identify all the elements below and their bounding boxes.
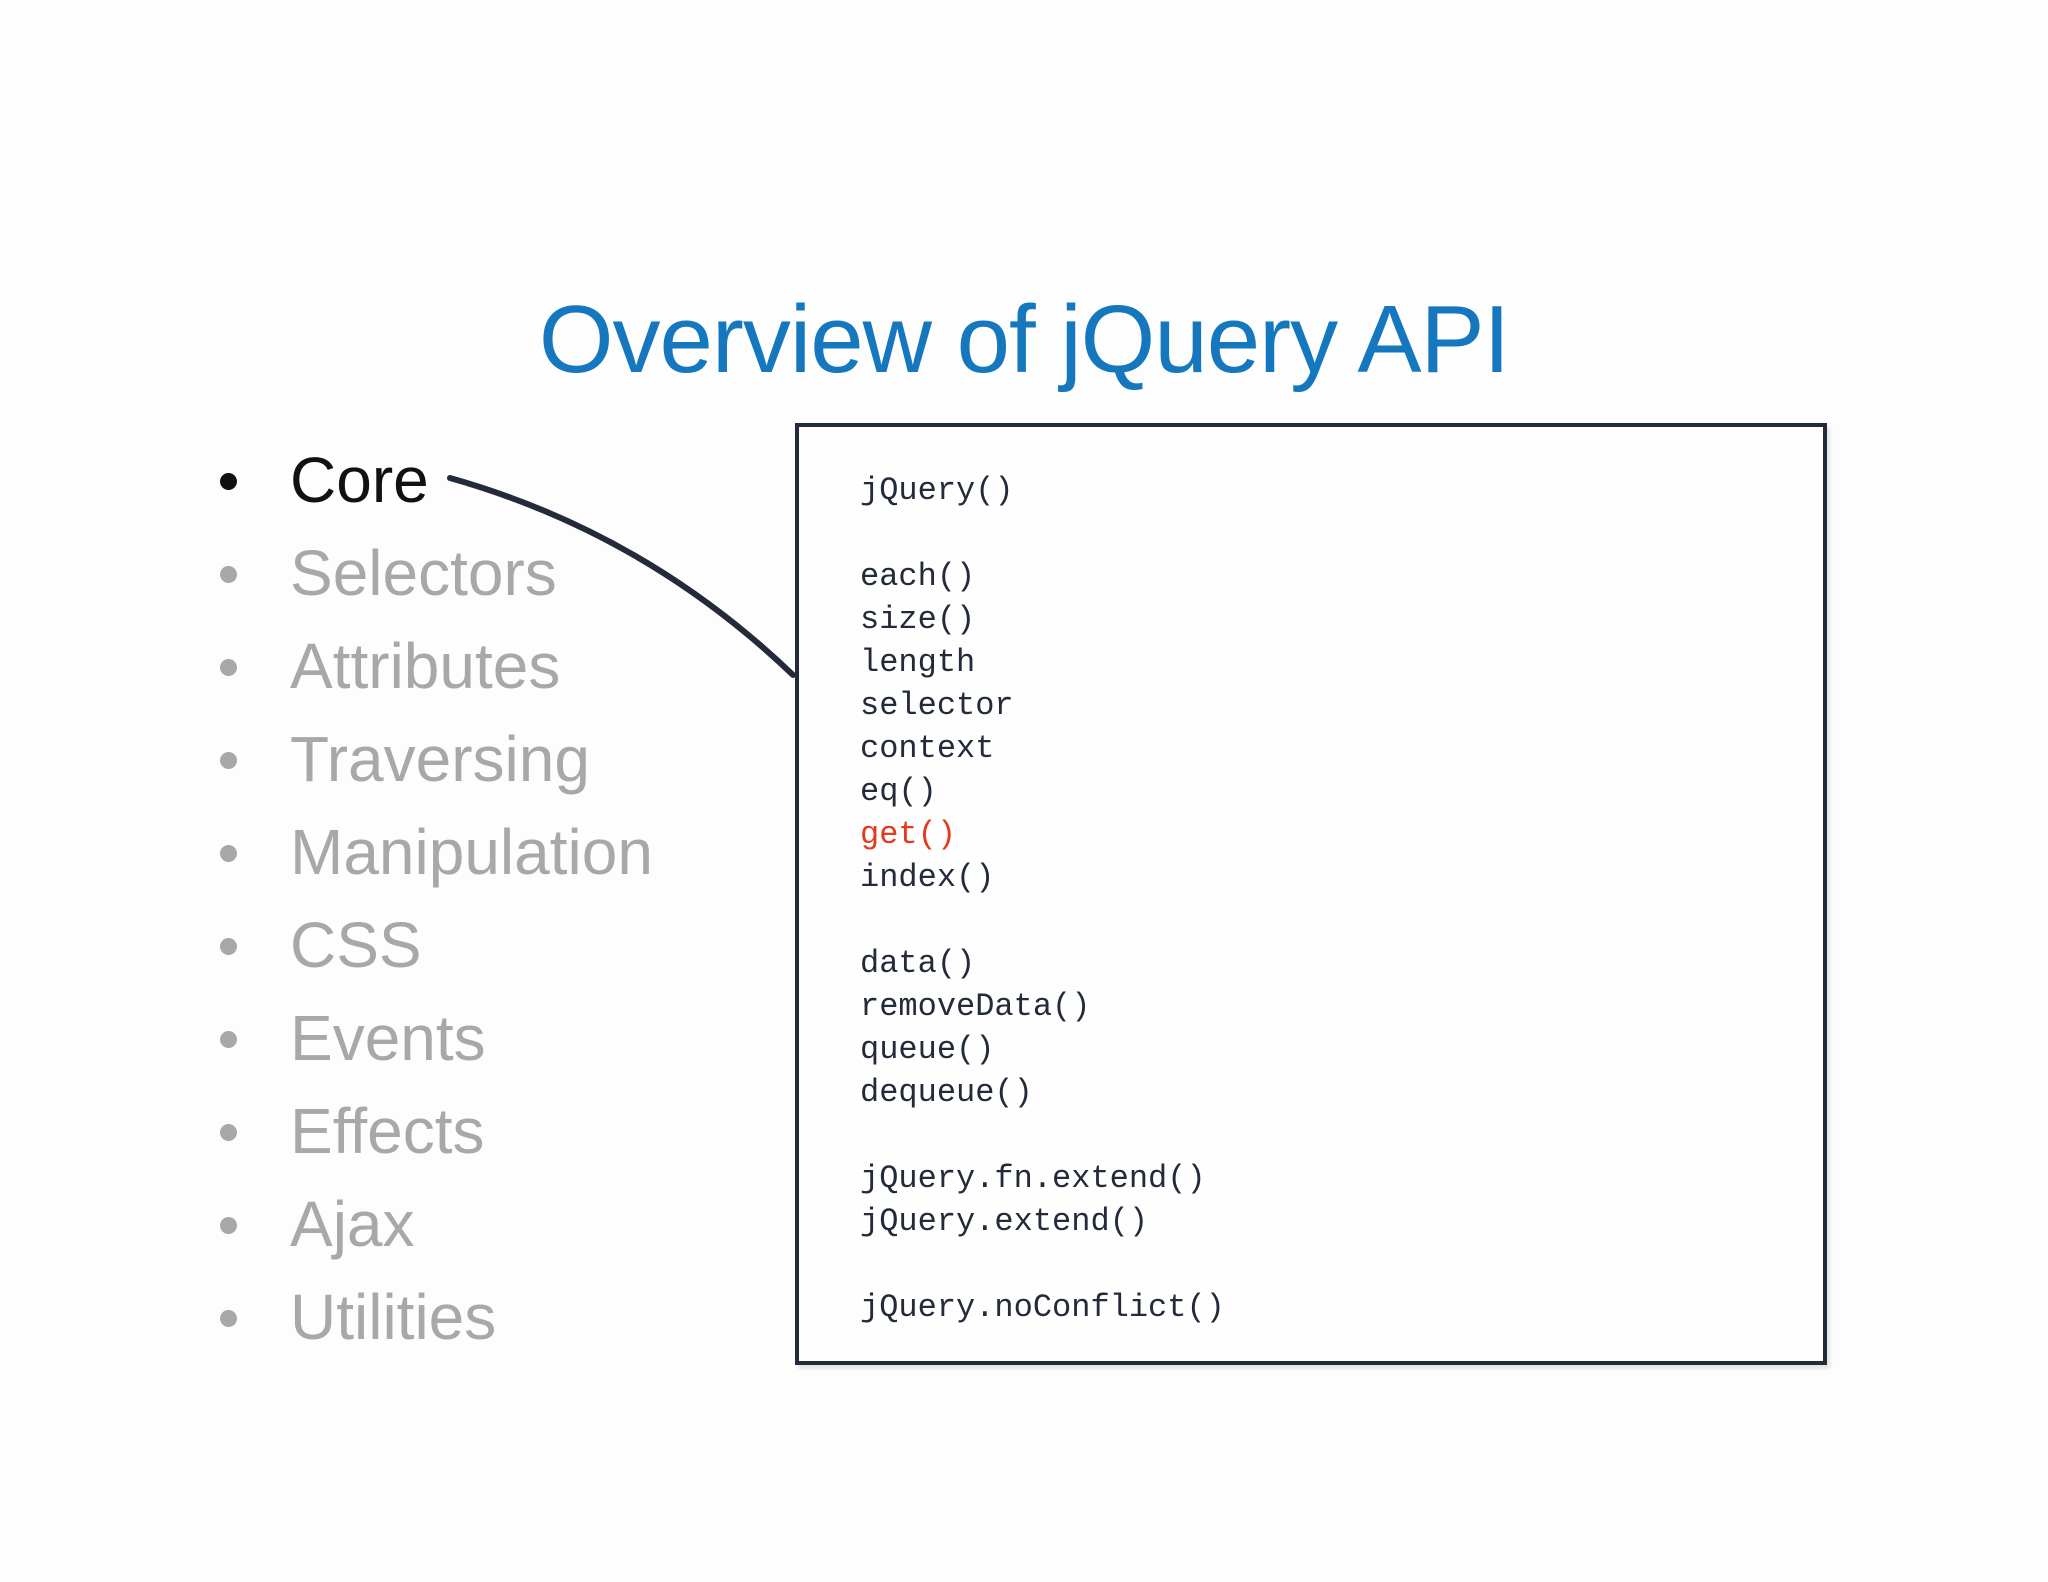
code-line: selector — [860, 687, 1014, 724]
bullet-icon — [220, 1031, 237, 1048]
toc-item-label: Utilities — [290, 1280, 497, 1353]
code-line: data() — [860, 945, 976, 982]
bullet-icon — [220, 752, 237, 769]
code-line: eq() — [860, 773, 937, 810]
toc-item-label: Effects — [290, 1094, 485, 1167]
code-line: jQuery.noConflict() — [860, 1289, 1225, 1326]
bullet-icon — [220, 659, 237, 676]
toc-item-css: CSS — [220, 898, 653, 991]
toc-item-label: Events — [290, 1001, 486, 1074]
bullet-icon — [220, 1217, 237, 1234]
toc-item-selectors: Selectors — [220, 526, 653, 619]
code-line: context — [860, 730, 995, 767]
toc-item-ajax: Ajax — [220, 1177, 653, 1270]
code-line: index() — [860, 859, 995, 896]
code-line: jQuery.extend() — [860, 1203, 1149, 1240]
code-line — [860, 1243, 1803, 1286]
bullet-icon — [220, 938, 237, 955]
bullet-icon — [220, 845, 237, 862]
toc-item-label: Ajax — [290, 1187, 415, 1260]
page-title: Overview of jQuery API — [538, 286, 1510, 394]
toc-item-label: Manipulation — [290, 815, 653, 888]
toc-item-traversing: Traversing — [220, 712, 653, 805]
code-line: jQuery.fn.extend() — [860, 1160, 1206, 1197]
code-line: jQuery() — [860, 472, 1014, 509]
toc-item-label: Selectors — [290, 536, 557, 609]
bullet-icon — [220, 1310, 237, 1327]
toc-item-effects: Effects — [220, 1084, 653, 1177]
toc-item-core: Core — [220, 433, 653, 526]
bullet-icon — [220, 1124, 237, 1141]
code-line: removeData() — [860, 988, 1091, 1025]
code-line: queue() — [860, 1031, 995, 1068]
bullet-icon — [220, 473, 237, 490]
bullet-icon — [220, 566, 237, 583]
code-box: jQuery() each() size() length selector c… — [795, 423, 1827, 1365]
toc-item-label: Traversing — [290, 722, 590, 795]
toc-item-events: Events — [220, 991, 653, 1084]
code-line: each() — [860, 558, 976, 595]
toc-item-manipulation: Manipulation — [220, 805, 653, 898]
code-line: dequeue() — [860, 1074, 1033, 1111]
toc-item-label: Attributes — [290, 629, 561, 702]
code-line-highlighted: get() — [860, 816, 957, 853]
toc-item-utilities: Utilities — [220, 1270, 653, 1363]
code-line — [860, 899, 1803, 942]
toc-list: Core Selectors Attributes Traversing Man… — [220, 433, 653, 1363]
code-line — [860, 1114, 1803, 1157]
code-line: length — [860, 644, 976, 681]
code-line: size() — [860, 601, 976, 638]
toc-item-label: Core — [290, 443, 429, 516]
toc-item-attributes: Attributes — [220, 619, 653, 712]
code-line — [860, 512, 1803, 555]
toc-item-label: CSS — [290, 908, 422, 981]
